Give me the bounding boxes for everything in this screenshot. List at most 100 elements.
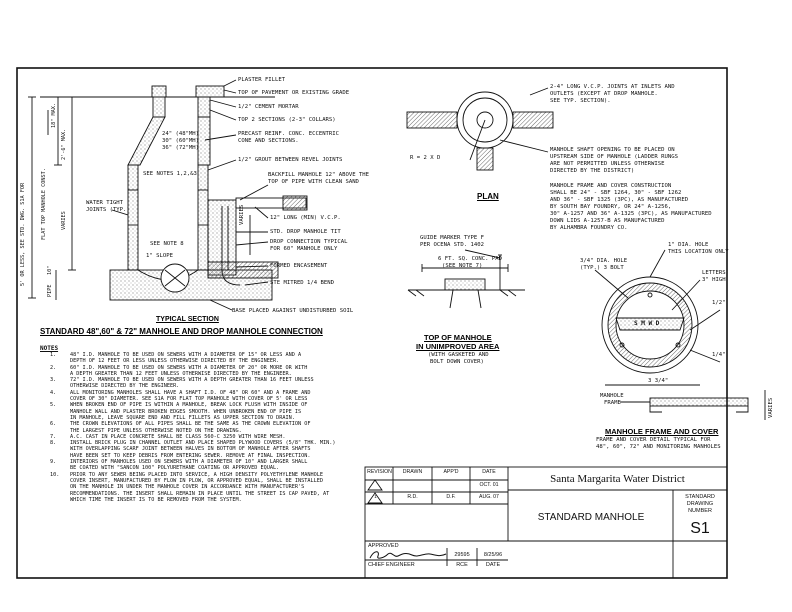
date-label: DATE [485, 562, 501, 568]
fc-dim-quarter: 1/4" [712, 352, 726, 358]
rce-number: 29595 [454, 552, 470, 558]
callout-see-note-8: SEE NOTE 8 [150, 241, 184, 247]
callout-slope: 1" SLOPE [146, 253, 173, 259]
note-item: 10. PRIOR TO ANY SEWER BEING PLACED INTO … [40, 472, 395, 503]
tom-sub-2: BOLT DOWN COVER) [430, 359, 484, 365]
dim-10: 10" [47, 265, 53, 275]
std-label-1: STANDARD [685, 494, 715, 500]
tom-title-1: TOP OF MANHOLE [424, 333, 492, 342]
callout-size-48: 24" (48"MH) [162, 131, 200, 137]
note-number: 6. [50, 421, 57, 428]
approved-date: 8/25/96 [483, 552, 503, 558]
callout-long-vcp: 12" LONG (MIN) V.C.P. [270, 215, 341, 221]
callout-see-notes: SEE NOTES 1,2,&3 [143, 171, 197, 177]
note-number: 3. [50, 377, 57, 384]
dim-18: 18" MAX. [51, 103, 57, 128]
note-item: 4. ALL MONITORING MANHOLES SHALL HAVE A S… [40, 390, 395, 403]
rev-2-appd: D.F. [446, 494, 456, 500]
note-item: 2.60" I.D. MANHOLE TO BE USED ON SEWERS … [40, 365, 395, 378]
note-number: 1. [50, 352, 57, 358]
note-item: 8.INSTALL BRICK PLUG IN CHANNEL OUTLET A… [40, 440, 395, 459]
general-notes: NOTES 1.48" I.D. MANHOLE TO BE USED ON S… [40, 345, 395, 503]
notes-list: 1.48" I.D. MANHOLE TO BE USED ON SEWERS … [40, 352, 395, 503]
note-item: 7.A.C. CAST IN PLACE CONCRETE SHALL BE C… [40, 434, 395, 440]
note-item: 6. THE CROWN ELEVATIONS OF ALL PIPES SHAL… [40, 421, 395, 434]
note-text: INSTALL BRICK PLUG IN CHANNEL OUTLET AND… [70, 440, 336, 459]
fc-sub-1: FRAME AND COVER DETAIL TYPICAL FOR [596, 437, 711, 443]
fc-hole-note-1: 1" DIA. HOLE [668, 242, 709, 248]
plan-callout-1: 2-4" LONG V.C.P. JOINTS AT INLETS AND [550, 84, 675, 90]
title-block-lines [364, 466, 728, 579]
rev-2-mark: 1 [374, 494, 377, 499]
main-title: STANDARD 48",60" & 72" MANHOLE AND DROP … [40, 327, 323, 336]
note-text: 72" I.D. MANHOLE TO BE USED ON SEWERS WI… [70, 377, 314, 390]
plan-callout-2c: ARE NOT PERMITTED UNLESS OTHERWISE [550, 161, 665, 167]
callout-ste-mitred: STE MITRED 1/4 BEND [270, 280, 334, 286]
rev-2-drawn: R.D. [407, 494, 418, 500]
dim-24: 2'-6" MAX. [61, 128, 67, 160]
plan-callout-2d: DIRECTED BY THE DISTRICT) [550, 168, 635, 174]
callout-size-72: 36" (72"MH) [162, 145, 200, 151]
chief-engineer-label: CHIEF ENGINEER [368, 562, 415, 568]
callout-grout: 1/2" GROUT BETWEEN REVEL JOINTS [238, 157, 343, 163]
plan-callout-1b: OUTLETS (EXCEPT AT DROP MANHOLE. [550, 91, 658, 97]
fc-title: MANHOLE FRAME AND COVER [605, 427, 719, 436]
std-label-2: DRAWING [686, 501, 714, 507]
callout-backfill-1: BACKFILL MANHOLE 12" ABOVE THE [268, 172, 370, 178]
callout-size-60: 30" (60"MH) [162, 138, 200, 144]
note-text: PRIOR TO ANY SEWER BEING PLACED INTO SER… [70, 471, 330, 503]
fc-varies: VARIES [768, 397, 774, 418]
tom-slab: 6 FT. SQ. CONC. PAD [438, 256, 502, 262]
note-number: 9. [50, 459, 57, 466]
fc-dia-hole-1: 3/4" DIA. HOLE [580, 258, 628, 264]
fc-dia-hole-2: (TYP.) 3 BOLT [580, 265, 624, 271]
note-text: 60" I.D. MANHOLE TO BE USED ON SEWERS WI… [70, 364, 308, 377]
engineer-signature [369, 551, 447, 559]
callout-plaster-fillet: PLASTER FILLET [238, 77, 286, 83]
typical-section-caption: TYPICAL SECTION [156, 316, 219, 323]
dim-main: 5' OR LESS, SEE STD. DWG. S1A FOR [20, 182, 26, 286]
plan-view-drawing [406, 87, 554, 171]
callout-water-tight-2: JOINTS (TYP.) [86, 207, 130, 213]
note-item: 5.WHEN BROKEN END OF PIPE IS WITHIN A MA… [40, 402, 395, 421]
tom-sub-1: (WITH GASKETED AND [428, 352, 489, 358]
callout-top-sections: TOP 2 SECTIONS (2-3" COLLARS) [238, 117, 336, 123]
callout-top-pavement: TOP OF PAVEMENT OR EXISTING GRADE [238, 90, 350, 96]
manhole-section-drawing [28, 79, 308, 311]
approved-label: APPROVED [368, 543, 399, 549]
callout-drop-conn-2: FOR 60" MANHOLE ONLY [270, 246, 338, 252]
notes-heading: NOTES [40, 345, 59, 352]
callout-cone: CONE AND SECTIONS. [238, 138, 299, 144]
note-item: 3. 72" I.D. MANHOLE TO BE USED ON SEWERS … [40, 377, 395, 390]
note-text: INTERIORS OF MANHOLES USED ON SEWERS WIT… [70, 459, 308, 472]
top-of-manhole-drawing [407, 249, 525, 309]
dim-pipe: PIPE [47, 284, 53, 298]
plan-callout-3g: BY ALHAMBRA FOUNDRY CO. [550, 225, 628, 231]
note-number: 10. [50, 471, 60, 478]
rev-2-date: AUG. 07 [479, 494, 499, 500]
callout-base-placed: BASE PLACED AGAINST UNDISTURBED SOIL [232, 308, 354, 314]
callout-water-tight-1: WATER TIGHT [86, 200, 124, 206]
plan-callout-3d: BY SOUTH BAY FOUNDRY, OR 24" A-1256, [550, 204, 672, 210]
rev-1-date: OCT. 01 [479, 482, 499, 488]
note-item: 1.48" I.D. MANHOLE TO BE USED ON SEWERS … [40, 352, 395, 365]
rce-label: RCE [456, 562, 468, 568]
note-item: 9. INTERIORS OF MANHOLES USED ON SEWERS W… [40, 459, 395, 472]
std-label-3: NUMBER [688, 508, 712, 514]
fc-letters-2: 3" HIGH [702, 277, 726, 283]
note-number: 7. [50, 433, 57, 440]
dim-varies: VARIES [61, 211, 67, 230]
plan-callout-3f: DOWN LIDS A-1257-B AS MANUFACTURED [550, 218, 665, 224]
plan-callout-3e: 30" A-1257 AND 36" A-1325 (3PC), AS MANU… [550, 211, 712, 217]
callout-precast: PRECAST REINF. CONC. ECCENTRIC [238, 131, 340, 137]
fc-manhole-frame-1: MANHOLE [600, 393, 624, 399]
note-text: ALL MONITORING MANHOLES SHALL HAVE A SHA… [70, 389, 311, 403]
plan-title: PLAN [477, 192, 499, 201]
note-number: 4. [50, 389, 57, 396]
fc-manhole-frame-2: FRAME [604, 400, 621, 406]
tom-callout-1b: PER OCENA STD. 1402 [420, 242, 484, 248]
rev-header-appd: APP'D [443, 469, 459, 475]
fc-letters-1: LETTERS [702, 270, 726, 276]
note-text: THE CROWN ELEVATIONS OF ALL PIPES SHALL … [70, 421, 311, 434]
